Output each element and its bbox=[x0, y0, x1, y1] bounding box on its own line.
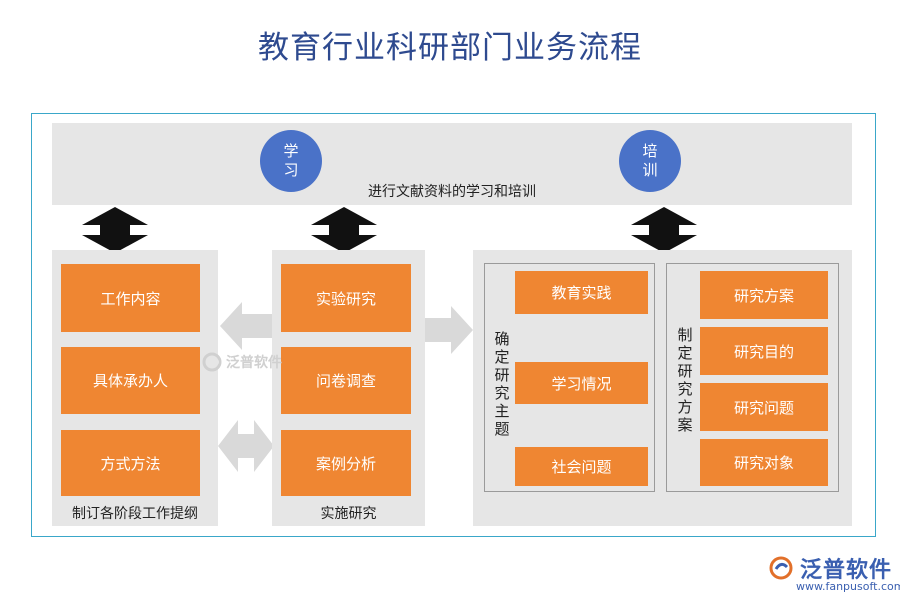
box-responsible-person: 具体承办人 bbox=[61, 347, 200, 414]
top-band bbox=[52, 123, 852, 205]
watermark-logo-icon bbox=[202, 352, 222, 372]
light-double-arrow bbox=[218, 420, 274, 472]
circle-training-label: 培训 bbox=[642, 142, 658, 179]
group-research-topic-label: 确定研究主题 bbox=[494, 330, 510, 438]
box-survey: 问卷调查 bbox=[281, 347, 411, 414]
brand-logo-url: www.fanpusoft.com bbox=[796, 580, 900, 593]
double-arrow-left bbox=[82, 207, 148, 253]
brand-logo: 泛普软件 bbox=[768, 552, 892, 584]
light-arrow-left bbox=[220, 302, 272, 350]
watermark-text: 泛普软件 bbox=[226, 355, 282, 371]
box-research-plan: 研究方案 bbox=[700, 271, 828, 319]
circle-study: 学习 bbox=[260, 130, 322, 192]
box-social-issues: 社会问题 bbox=[515, 447, 648, 486]
group-research-plan bbox=[666, 263, 839, 492]
brand-logo-name: 泛普软件 bbox=[800, 558, 893, 583]
box-research-question: 研究问题 bbox=[700, 383, 828, 431]
watermark: 泛普软件 bbox=[202, 352, 282, 372]
group-research-plan-label: 制定研究方案 bbox=[677, 326, 693, 434]
double-arrow-right bbox=[631, 207, 697, 253]
light-arrow-right bbox=[425, 306, 473, 354]
double-arrow-middle bbox=[311, 207, 377, 253]
brand-logo-icon bbox=[769, 556, 793, 580]
box-education-practice: 教育实践 bbox=[515, 271, 648, 314]
box-experiment: 实验研究 bbox=[281, 264, 411, 332]
box-case-analysis: 案例分析 bbox=[281, 430, 411, 496]
box-research-purpose: 研究目的 bbox=[700, 327, 828, 375]
circle-training: 培训 bbox=[619, 130, 681, 192]
page-title: 教育行业科研部门业务流程 bbox=[258, 30, 642, 66]
group-research-topic bbox=[484, 263, 655, 492]
middle-panel-caption: 实施研究 bbox=[320, 506, 377, 522]
circle-study-label: 学习 bbox=[283, 142, 299, 179]
band-text: 进行文献资料的学习和培训 bbox=[368, 184, 536, 200]
box-learning-status: 学习情况 bbox=[515, 362, 648, 404]
box-research-object: 研究对象 bbox=[700, 439, 828, 486]
diagram-frame bbox=[31, 113, 876, 537]
box-work-content: 工作内容 bbox=[61, 264, 200, 332]
left-panel-caption: 制订各阶段工作提纲 bbox=[72, 506, 198, 522]
box-method: 方式方法 bbox=[61, 430, 200, 496]
